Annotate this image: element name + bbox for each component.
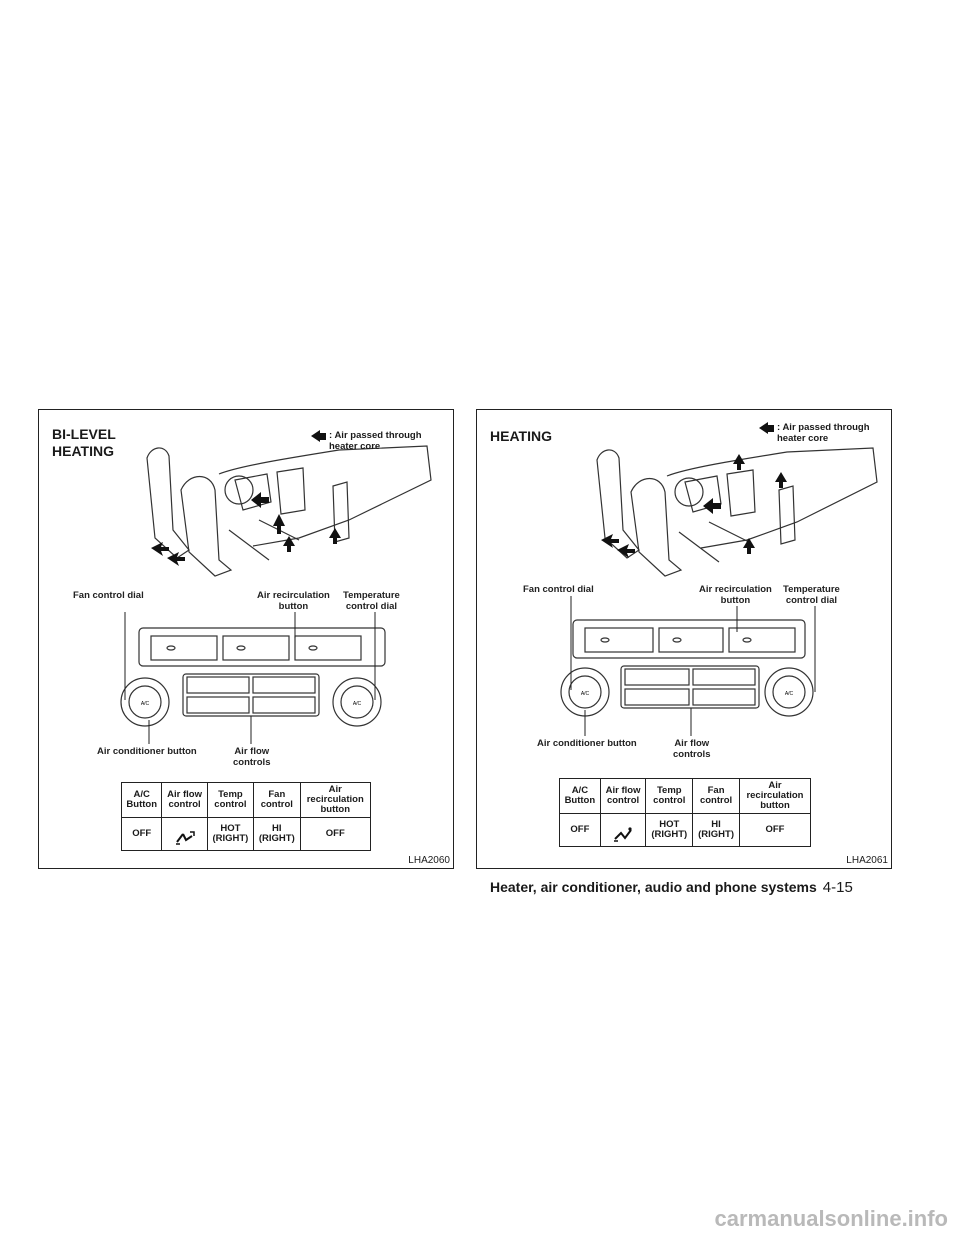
heating-figure: A/C A/C HEATING : Air passed through hea…: [476, 409, 892, 869]
heater-arrow-icon: [311, 430, 320, 442]
table-header: Air flow control: [599, 778, 647, 814]
table-header: A/C Button: [120, 782, 163, 818]
table-cell: HOT (RIGHT): [645, 813, 694, 847]
svg-text:A/C: A/C: [581, 691, 590, 697]
settings-table: A/C Button Air flow control Temp control…: [559, 778, 812, 847]
table-header: Fan control: [692, 778, 740, 814]
air-conditioner-button-label: Air conditioner button: [97, 746, 197, 757]
bi-level-heating-figure: A/C A/C BI-LEVEL HEATING : Air passed th…: [38, 409, 454, 869]
air-recirculation-label: Air recirculation button: [699, 584, 772, 606]
table-header: Temp control: [206, 782, 255, 818]
table-cell: OFF: [738, 813, 812, 847]
heater-arrow-icon: [759, 422, 768, 434]
air-recirculation-label: Air recirculation button: [257, 590, 330, 612]
heater-core-legend: : Air passed through heater core: [311, 430, 422, 452]
table-cell: HI (RIGHT): [692, 813, 740, 847]
fan-control-dial-label: Fan control dial: [523, 584, 594, 595]
heater-core-legend: : Air passed through heater core: [759, 422, 870, 444]
bi-level-airflow-icon: [161, 817, 208, 851]
air-flow-controls-label: Air flow controls: [233, 746, 271, 768]
table-header: Air recirculation button: [738, 778, 812, 814]
table-header: Air recirculation button: [299, 782, 372, 818]
svg-text:A/C: A/C: [785, 691, 794, 697]
watermark: carmanualsonline.info: [714, 1206, 949, 1231]
temperature-dial-label: Temperature control dial: [783, 584, 840, 606]
temperature-dial-label: Temperature control dial: [343, 590, 400, 612]
page-number: 4-15: [822, 879, 853, 896]
table-cell: OFF: [299, 817, 372, 851]
panel-title: HEATING: [490, 428, 552, 444]
foot-airflow-icon: [599, 813, 647, 847]
figure-code: LHA2061: [846, 855, 888, 866]
table-header: Temp control: [645, 778, 694, 814]
air-flow-controls-label: Air flow controls: [673, 738, 711, 760]
svg-text:A/C: A/C: [141, 701, 150, 707]
air-conditioner-button-label: Air conditioner button: [537, 738, 637, 749]
table-header: Air flow control: [161, 782, 208, 818]
table-header: Fan control: [253, 782, 301, 818]
page-footer: Heater, air conditioner, audio and phone…: [490, 879, 910, 896]
panel-title: BI-LEVEL HEATING: [52, 426, 116, 459]
section-title: Heater, air conditioner, audio and phone…: [490, 879, 817, 895]
svg-text:A/C: A/C: [353, 701, 362, 707]
fan-control-dial-label: Fan control dial: [73, 590, 144, 601]
table-cell: HI (RIGHT): [253, 817, 301, 851]
table-cell: OFF: [120, 817, 163, 851]
figure-code: LHA2060: [408, 855, 450, 866]
settings-table: A/C Button Air flow control Temp control…: [120, 782, 372, 851]
table-cell: HOT (RIGHT): [206, 817, 255, 851]
bi-level-heating-illustration: A/C A/C: [120, 445, 432, 744]
table-cell: OFF: [559, 813, 601, 847]
table-header: A/C Button: [559, 778, 601, 814]
heating-illustration: A/C A/C: [560, 447, 878, 736]
